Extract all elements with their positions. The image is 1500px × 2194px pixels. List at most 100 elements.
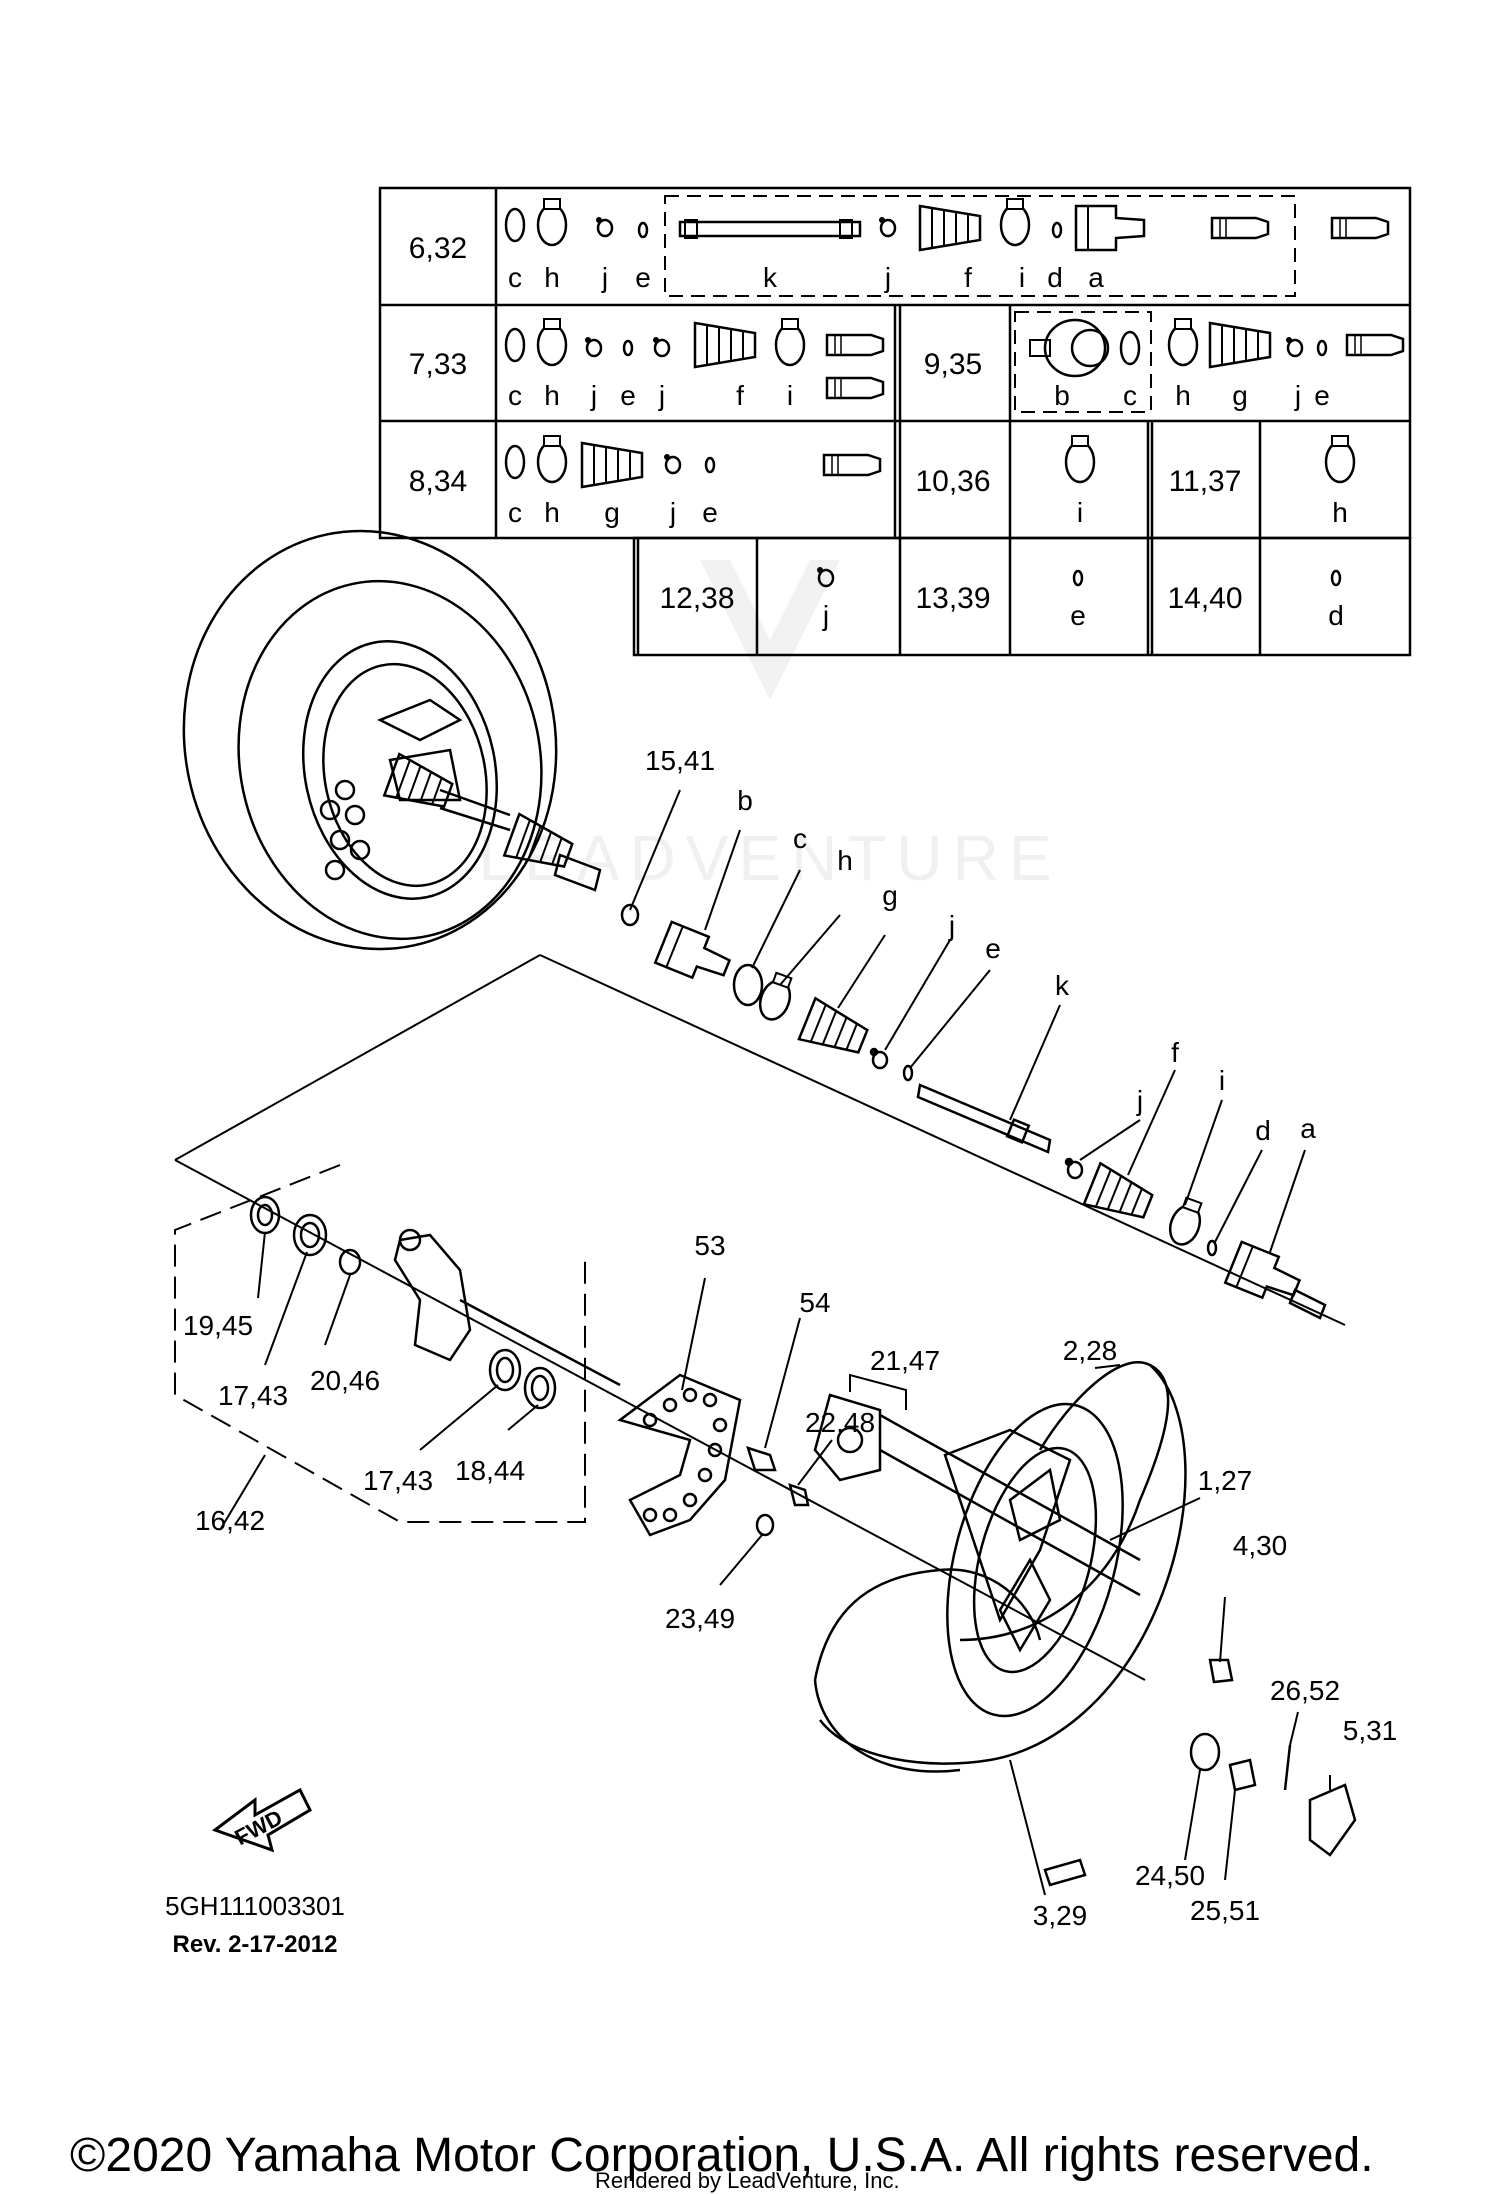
kit-table-grid	[378, 186, 1412, 657]
callout-5-31: 5,31	[1343, 1715, 1398, 1746]
ref-9-35: 9,35	[924, 348, 982, 381]
svg-text:f: f	[736, 380, 744, 411]
ref-10-36: 10,36	[915, 465, 990, 498]
svg-text:j: j	[884, 262, 891, 293]
callout-20-46: 20,46	[310, 1365, 380, 1396]
brake-disc	[617, 1373, 777, 1537]
assembly-outline	[174, 954, 1346, 1681]
callout-17-43: 17,43	[218, 1380, 288, 1411]
knuckle-bearings	[249, 1195, 621, 1410]
svg-text:e: e	[1070, 600, 1086, 631]
svg-text:h: h	[544, 262, 560, 293]
kit-table-text: 6,32 7,33 9,35 8,34 10,36 11,37 12,38 13…	[409, 232, 1243, 615]
callout-54: 54	[799, 1287, 830, 1318]
svg-text:e: e	[620, 380, 636, 411]
wheel-hub	[788, 1393, 1141, 1597]
svg-text:e: e	[1314, 380, 1330, 411]
svg-text:b: b	[1054, 380, 1070, 411]
ref-12-38: 12,38	[659, 582, 734, 615]
callout-19-45: 19,45	[183, 1310, 253, 1341]
svg-text:h: h	[1175, 380, 1191, 411]
svg-text:e: e	[635, 262, 651, 293]
svg-text:h: h	[544, 380, 560, 411]
axle-assembly	[620, 903, 1327, 1320]
svg-text:h: h	[1332, 497, 1348, 528]
callout-labels: 15,41 b c h g j e k j f i d a 53 54 21,4…	[183, 745, 1397, 1931]
upper-wheel	[182, 529, 602, 951]
ref-11-37: 11,37	[1169, 465, 1242, 498]
svg-text:g: g	[604, 497, 620, 528]
callout-h: h	[837, 845, 853, 876]
row-7-33-parts	[504, 317, 885, 400]
callout-e: e	[985, 933, 1001, 964]
callout-26-52: 26,52	[1270, 1675, 1340, 1706]
svg-text:j: j	[658, 380, 665, 411]
svg-text:j: j	[590, 380, 597, 411]
svg-text:a: a	[1088, 262, 1104, 293]
ref-7-33: 7,33	[409, 348, 467, 381]
callout-g: g	[882, 880, 898, 911]
callout-2-28: 2,28	[1063, 1335, 1118, 1366]
svg-text:c: c	[508, 380, 522, 411]
callout-k: k	[1055, 970, 1070, 1001]
callout-22-48: 22,48	[805, 1407, 875, 1438]
watermark-logo: LEADVENTURE	[479, 560, 1052, 894]
svg-text:g: g	[1232, 380, 1248, 411]
leader-lines	[219, 789, 1331, 1896]
callout-17-43-2: 17,43	[363, 1465, 433, 1496]
callout-16-42: 16,42	[195, 1505, 265, 1536]
svg-text:h: h	[544, 497, 560, 528]
callout-d: d	[1255, 1115, 1271, 1146]
svg-text:d: d	[1328, 600, 1344, 631]
callout-b: b	[737, 785, 753, 816]
callout-3-29: 3,29	[1033, 1900, 1088, 1931]
ref-8-34: 8,34	[409, 465, 467, 498]
svg-text:i: i	[1077, 497, 1083, 528]
svg-text:j: j	[601, 262, 608, 293]
svg-text:i: i	[787, 380, 793, 411]
callout-j-2: j	[1136, 1085, 1143, 1116]
kit-letters: c h j e k j f i d a c h j e j f i b c h …	[508, 262, 1348, 631]
callout-21-47: 21,47	[870, 1345, 940, 1376]
svg-text:c: c	[508, 262, 522, 293]
callout-c: c	[793, 823, 807, 854]
callout-53: 53	[694, 1230, 725, 1261]
svg-text:f: f	[964, 262, 972, 293]
callout-4-30: 4,30	[1233, 1530, 1288, 1561]
svg-text:k: k	[763, 262, 778, 293]
revision-date: Rev. 2-17-2012	[173, 1931, 338, 1958]
row-6-32-parts	[504, 197, 1390, 252]
svg-text:d: d	[1047, 262, 1063, 293]
callout-a: a	[1300, 1113, 1316, 1144]
callout-25-51: 25,51	[1190, 1895, 1260, 1926]
svg-text:j: j	[669, 497, 676, 528]
knuckle-dashed-group	[174, 1164, 586, 1523]
callout-f: f	[1171, 1037, 1179, 1068]
callout-18-44: 18,44	[455, 1455, 525, 1486]
fwd-arrow-icon: FWD	[211, 1787, 312, 1853]
diagram-code: 5GH111003301	[165, 1891, 345, 1921]
callout-j: j	[948, 910, 955, 941]
lower-wheel	[813, 1361, 1357, 1887]
callout-i: i	[1219, 1065, 1225, 1096]
kit-dashed-groups	[664, 195, 1296, 413]
copyright-notice: ©2020 Yamaha Motor Corporation, U.S.A. A…	[70, 2129, 1374, 2182]
callout-15-41: 15,41	[645, 745, 715, 776]
callout-23-49: 23,49	[665, 1603, 735, 1634]
svg-text:i: i	[1019, 262, 1025, 293]
svg-text:j: j	[822, 600, 829, 631]
ref-6-32: 6,32	[409, 232, 467, 265]
ref-13-39: 13,39	[915, 582, 990, 615]
svg-text:c: c	[1123, 380, 1137, 411]
callout-24-50: 24,50	[1135, 1860, 1205, 1891]
ref-14-40: 14,40	[1167, 582, 1242, 615]
svg-text:c: c	[508, 497, 522, 528]
svg-text:e: e	[702, 497, 718, 528]
callout-1-27: 1,27	[1198, 1465, 1253, 1496]
rendered-by-credit: Rendered by LeadVenture, Inc.	[595, 2168, 900, 2193]
svg-text:j: j	[1294, 380, 1301, 411]
row-4-parts	[815, 565, 1342, 588]
row-9-35-parts	[1029, 317, 1405, 378]
